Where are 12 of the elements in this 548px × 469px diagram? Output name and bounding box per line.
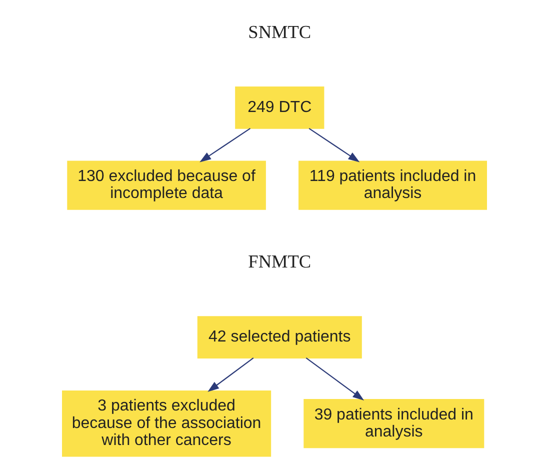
label: FNMTC: [248, 251, 311, 272]
node-box: 119 patients included in analysis: [298, 160, 486, 210]
arrow: [199, 128, 250, 162]
node-box: 39 patients included in analysis: [303, 399, 484, 448]
arrow: [305, 357, 364, 401]
label: SNMTC: [248, 22, 311, 42]
arrow: [308, 128, 360, 162]
node-box: 249 DTC: [234, 86, 324, 129]
node-box: 130 excluded because of incomplete data: [66, 160, 266, 210]
arrow: [207, 357, 254, 392]
node-box: 3 patients excluded because of the association with other cancers: [62, 390, 271, 457]
node-box: 42 selected patients: [196, 316, 362, 358]
